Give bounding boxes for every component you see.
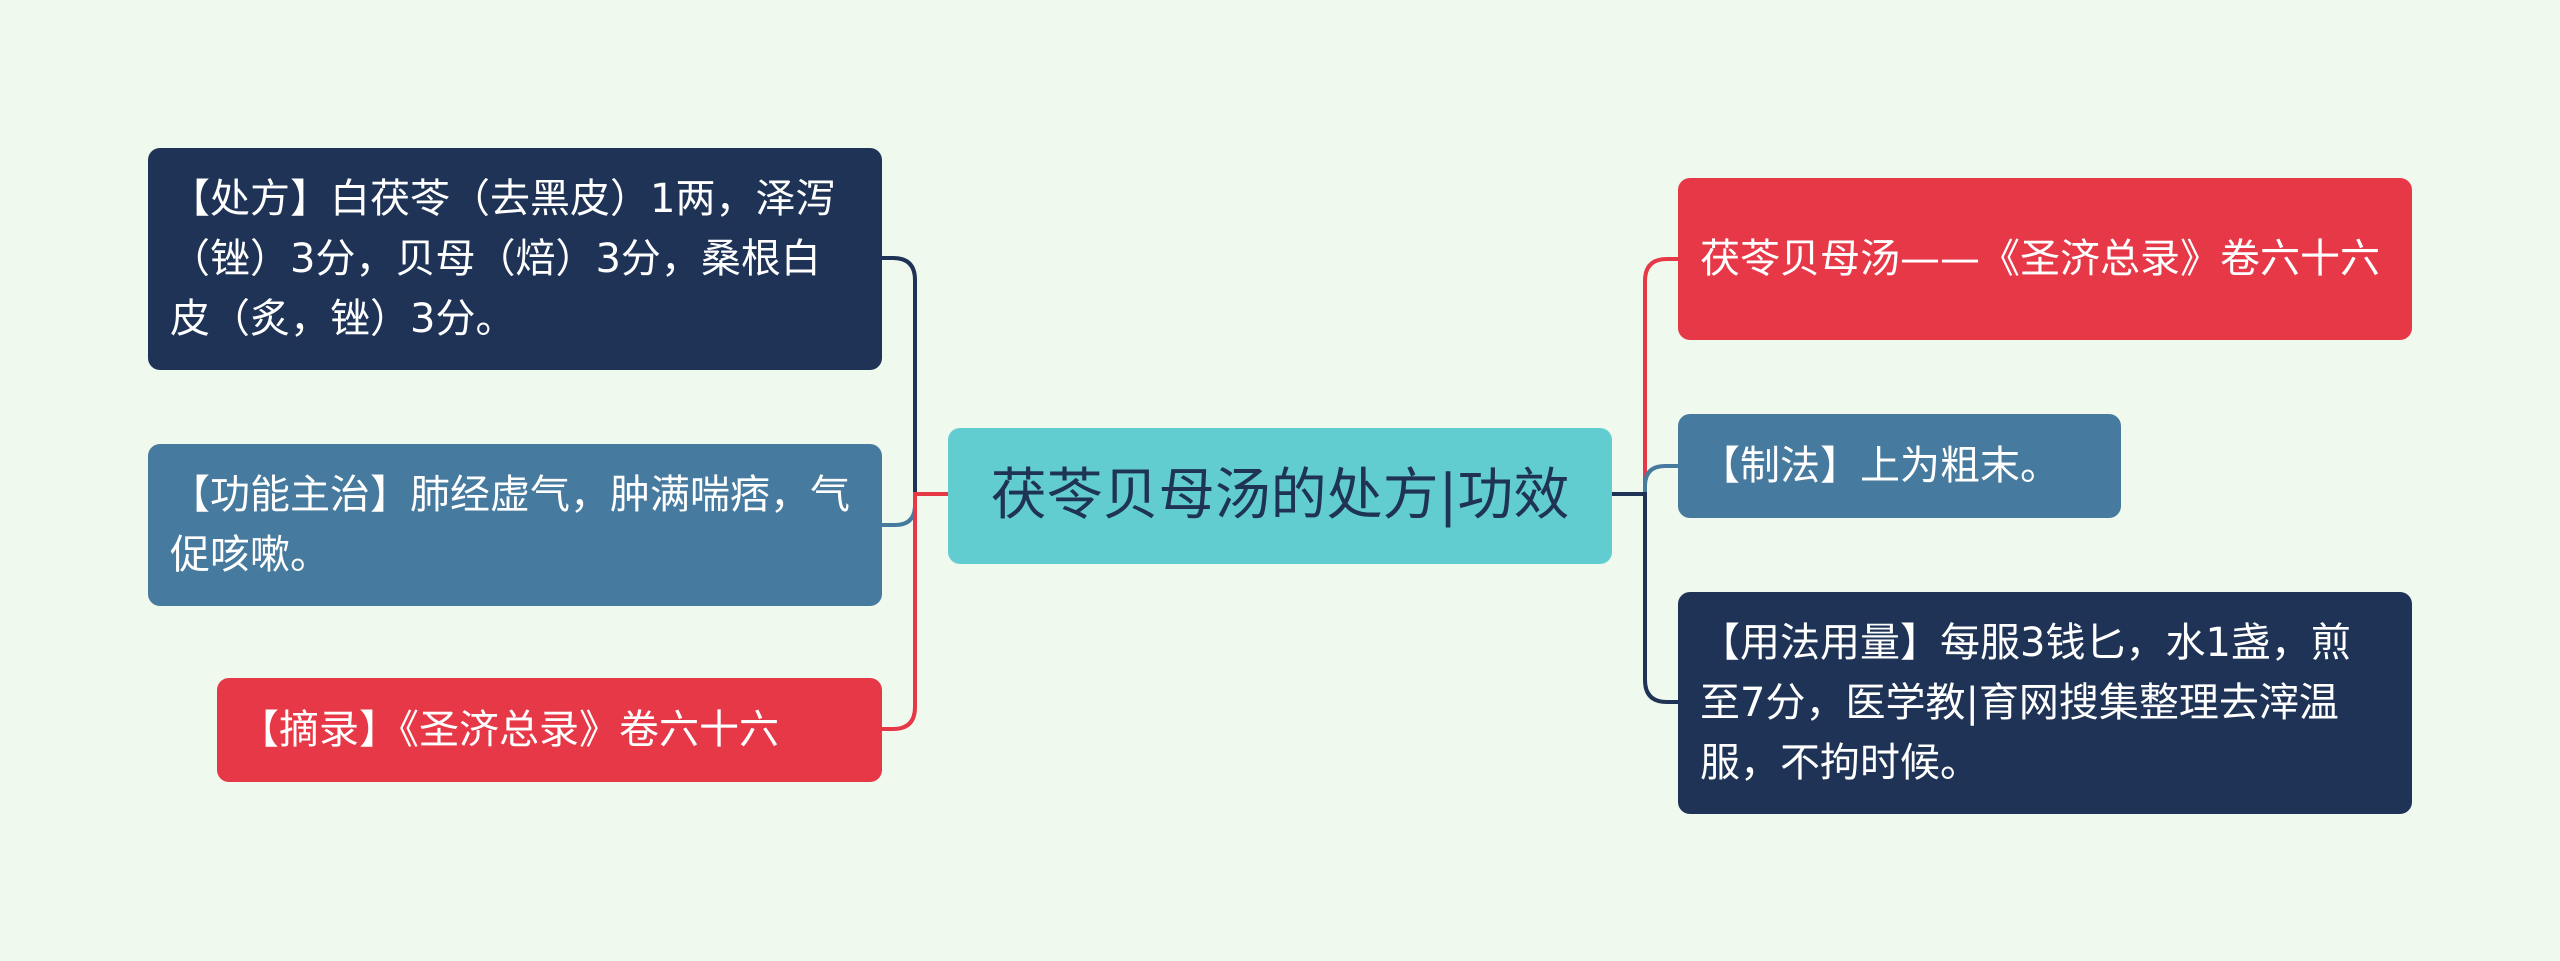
- right-node-preparation-text: 【制法】上为粗末。: [1700, 443, 2060, 489]
- left-node-excerpt-text: 【摘录】《圣济总录》卷六十六: [239, 707, 779, 753]
- connector-right-1: [1610, 257, 1680, 496]
- central-topic[interactable]: 茯苓贝母汤的处方|功效: [948, 428, 1612, 564]
- left-node-prescription[interactable]: 【处方】白茯苓（去黑皮）1两，泽泻（锉）3分，贝母（焙）3分，桑根白皮（炙，锉）…: [148, 148, 882, 370]
- right-node-source[interactable]: 茯苓贝母汤——《圣济总录》卷六十六: [1678, 178, 2412, 340]
- connector-right-3: [1610, 492, 1680, 704]
- right-node-source-text: 茯苓贝母汤——《圣济总录》卷六十六: [1700, 236, 2380, 282]
- right-node-preparation[interactable]: 【制法】上为粗末。: [1678, 414, 2121, 518]
- connector-left-1: [880, 256, 950, 496]
- connector-right-2: [1610, 464, 1680, 496]
- left-node-excerpt[interactable]: 【摘录】《圣济总录》卷六十六: [217, 678, 882, 782]
- left-node-prescription-text: 【处方】白茯苓（去黑皮）1两，泽泻（锉）3分，贝母（焙）3分，桑根白皮（炙，锉）…: [170, 176, 836, 342]
- right-node-dosage-text: 【用法用量】每服3钱匕，水1盏，煎至7分，医学教|育网搜集整理去滓温服，不拘时候…: [1700, 620, 2351, 786]
- left-node-indications-text: 【功能主治】肺经虚气，肿满喘痞，气促咳嗽。: [170, 472, 850, 578]
- central-topic-label: 茯苓贝母汤的处方|功效: [990, 463, 1570, 528]
- connector-left-3: [880, 492, 950, 731]
- right-node-dosage[interactable]: 【用法用量】每服3钱匕，水1盏，煎至7分，医学教|育网搜集整理去滓温服，不拘时候…: [1678, 592, 2412, 814]
- left-node-indications[interactable]: 【功能主治】肺经虚气，肿满喘痞，气促咳嗽。: [148, 444, 882, 606]
